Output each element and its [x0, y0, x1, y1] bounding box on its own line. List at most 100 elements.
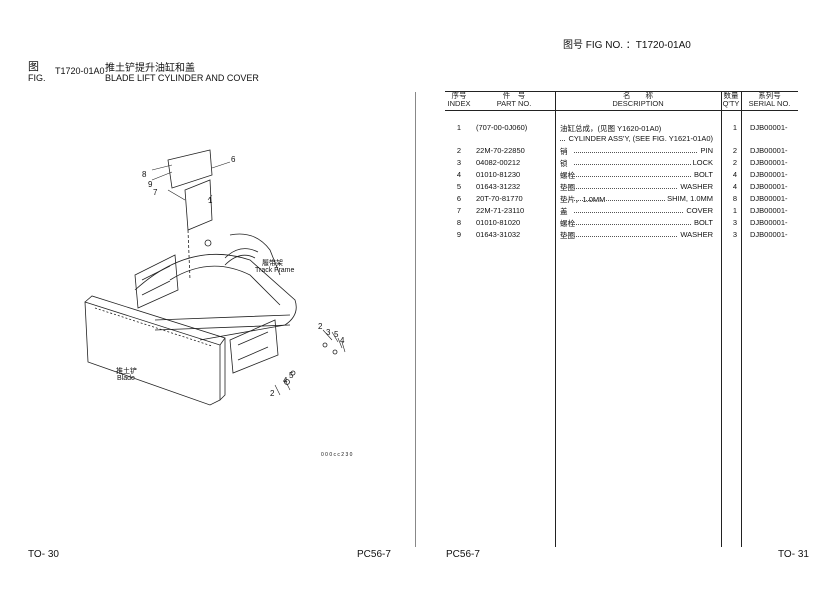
blade-label-cn: 推土铲 [116, 368, 137, 375]
fig-label-en: FIG. [28, 73, 46, 83]
dot-leader [574, 224, 713, 225]
description-en: COVER [684, 206, 713, 215]
description-en: WASHER [678, 230, 713, 239]
lift-cylinder [154, 314, 291, 331]
cover-assembly [167, 149, 213, 189]
callout-4-right: 4 [340, 336, 345, 345]
cell-part-no: 01643-31232 [476, 182, 521, 191]
description-cn: 垫圈 [560, 231, 575, 240]
track-frame-label-en: Track Frame [255, 267, 295, 274]
parts-table: 序号 INDEX 件 号 PART NO. 名 称 DESCRIPTION 数量… [445, 91, 798, 547]
cell-serial: DJB00001- [750, 194, 788, 203]
fig-label-cn: 图 [28, 61, 39, 73]
header-description: 名 称 DESCRIPTION [612, 91, 664, 108]
footer-left-page: TO- 30 [28, 549, 59, 560]
cell-qty: 1 [732, 123, 738, 132]
cell-qty: 4 [732, 182, 738, 191]
cell-serial: DJB00001- [750, 170, 788, 179]
cell-qty: 8 [732, 194, 738, 203]
drawing-code: 0 0 0 c c 2 3 0 [321, 452, 353, 458]
description-en: PIN [698, 146, 713, 155]
cell-index: 3 [456, 158, 462, 167]
table-row: 6 20T-70-81770 垫片，1.0MM SHIM, 1.0MM 8 DJB0000… [445, 194, 798, 206]
fig-code: T1720-01A0 [55, 66, 105, 76]
footer-left-model: PC56-7 [357, 549, 391, 560]
table-row: 7 22M-71-23110 盖 COVER 1 DJB00001- [445, 206, 798, 218]
dot-leader [574, 188, 713, 189]
cell-serial: DJB00001- [750, 146, 788, 155]
cell-part-no: 22M-70-22850 [476, 146, 525, 155]
cell-index: 8 [456, 218, 462, 227]
description-cn: 垫片，1.0MM [560, 195, 606, 204]
callout-9: 9 [148, 180, 153, 189]
cell-part-no: 01010-81230 [476, 170, 521, 179]
cell-serial: DJB00001- [750, 182, 788, 191]
col-divider-desc [555, 91, 556, 547]
cell-qty: 1 [732, 206, 738, 215]
callout-8: 8 [142, 170, 147, 179]
table-row: CYLINDER ASS'Y, (SEE FIG. Y1621-01A0) [445, 134, 798, 146]
dot-leader [574, 164, 713, 165]
title-cn: 推土铲提升油缸和盖 [105, 63, 195, 74]
blade-top-edge [84, 295, 226, 346]
cell-description: 垫圈 WASHER [560, 230, 713, 240]
table-row: 2 22M-70-22850 销 PIN 2 DJB00001- [445, 146, 798, 158]
callout-3-right: 3 [326, 328, 331, 337]
cell-description: 锁 LOCK [560, 158, 713, 168]
left-bracket [134, 254, 179, 309]
dot-leader [574, 200, 713, 201]
cell-part-no: 04082-00212 [476, 158, 521, 167]
description-en: LOCK [690, 158, 713, 167]
cell-description: 销 PIN [560, 146, 713, 156]
blade-label-en: Blade [117, 375, 135, 382]
cell-index: 9 [456, 230, 462, 239]
description-cn: 销 [560, 147, 568, 156]
header-serial: 系列号 SERIAL NO. [748, 91, 791, 108]
blade-outline [84, 301, 221, 406]
cell-qty: 2 [732, 146, 738, 155]
fig-number-header: 图号 FIG NO. ：T1720-01A0 [563, 40, 691, 51]
cell-index: 4 [456, 170, 462, 179]
callout-4-lower: 4 [283, 376, 288, 385]
description-cn: 锁 [560, 159, 568, 168]
cell-part-no: 01010-81020 [476, 218, 521, 227]
header-part-no: 件 号 PART NO. [496, 91, 532, 108]
callout-7: 7 [153, 188, 158, 197]
header-qty: 数量 Q'TY [722, 91, 740, 108]
dot-leader [574, 152, 713, 153]
track-frame-label-cn: 履带架 [262, 260, 283, 267]
exploded-diagram [84, 149, 346, 406]
cell-index: 7 [456, 206, 462, 215]
right-bracket [229, 319, 279, 374]
description-en: BOLT [691, 170, 713, 179]
cell-description: 油缸总成，(见图 Y1620-01A0) [560, 123, 713, 133]
cell-serial: DJB00001- [750, 206, 788, 215]
page-divider [415, 92, 416, 547]
title-en: BLADE LIFT CYLINDER AND COVER [105, 73, 259, 83]
cell-qty: 2 [732, 158, 738, 167]
footer-right-model: PC56-7 [446, 549, 480, 560]
description-en: CYLINDER ASS'Y, (SEE FIG. Y1621-01A0) [566, 134, 713, 143]
cell-index: 6 [456, 194, 462, 203]
cell-part-no: 22M-71-23110 [476, 206, 525, 215]
cell-index: 2 [456, 146, 462, 155]
col-divider-serial [741, 91, 742, 547]
callout-5-lower: 5 [289, 371, 294, 380]
cell-qty: 3 [732, 218, 738, 227]
description-en: SHIM, 1.0MM [665, 194, 713, 203]
cell-qty: 4 [732, 170, 738, 179]
description-cn: 盖 [560, 207, 568, 216]
description-cn: 螺栓 [560, 219, 575, 228]
callout-1: 1 [208, 196, 213, 205]
cell-description: 盖 COVER [560, 206, 713, 216]
col-divider-qty [721, 91, 722, 547]
cell-part-no: 20T-70-81770 [476, 194, 523, 203]
